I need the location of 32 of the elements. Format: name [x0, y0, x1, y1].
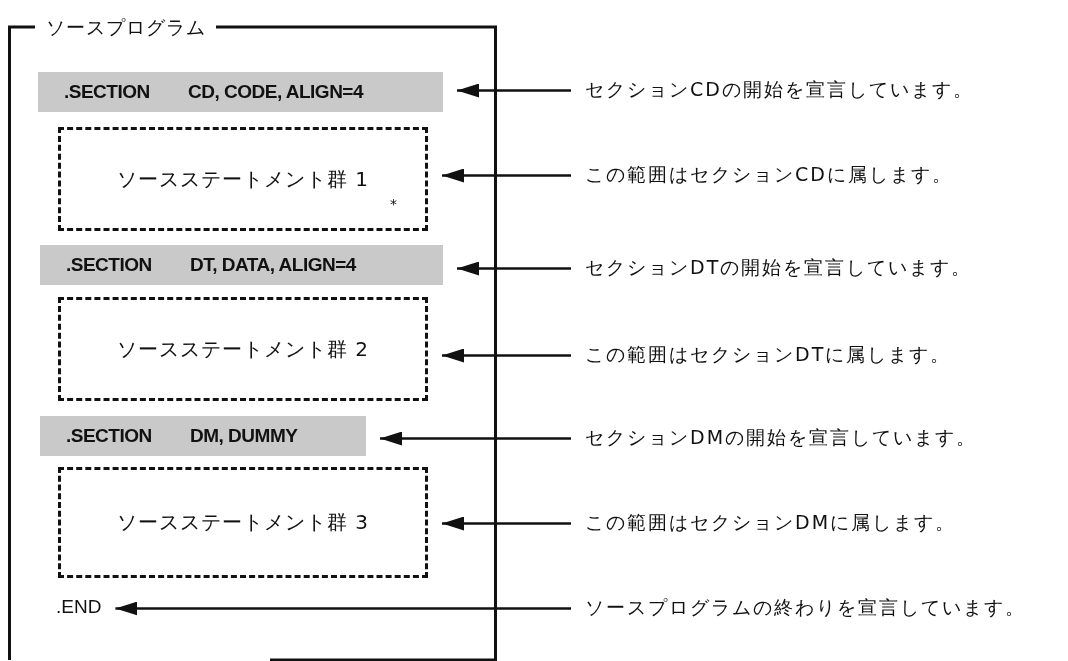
arrow — [442, 348, 571, 363]
directive-text: .SECTION — [66, 425, 152, 447]
note-text: セクションDTの開始を宣言しています。 — [585, 255, 973, 281]
dashed-box — [58, 297, 428, 401]
arrow — [442, 516, 571, 531]
statement-label: ソースステートメント群 1 — [116, 165, 370, 193]
arrow — [457, 83, 571, 98]
arrow — [380, 431, 571, 446]
directive-bar — [40, 245, 443, 285]
note-text: この範囲はセクションDMに属します。 — [585, 510, 957, 536]
arrow — [457, 261, 571, 276]
note-text: この範囲はセクションDTに属します。 — [585, 342, 952, 368]
operand-text: DT, DATA, ALIGN=4 — [190, 254, 356, 276]
statement-label: ソースステートメント群 2 — [116, 335, 370, 363]
operand-text: CD, CODE, ALIGN=4 — [188, 81, 363, 103]
note-text: この範囲はセクションCDに属します。 — [585, 162, 953, 188]
directive-text: .END — [56, 596, 102, 618]
statement-label: ソースステートメント群 3 — [116, 509, 370, 536]
directive-text: .SECTION — [64, 81, 150, 103]
asterisk-mark: * — [390, 196, 397, 212]
dashed-box — [58, 127, 428, 231]
note-text: セクションDMの開始を宣言しています。 — [585, 425, 978, 451]
dashed-box — [58, 467, 428, 578]
directive-bar — [38, 72, 443, 112]
frame-title: ソースプログラム — [46, 15, 206, 39]
directive-text: .SECTION — [66, 254, 152, 276]
directive-bar — [40, 416, 366, 456]
note-text: ソースプログラムの終わりを宣言しています。 — [585, 595, 1026, 621]
operand-text: DM, DUMMY — [190, 425, 298, 447]
note-text: セクションCDの開始を宣言しています。 — [585, 77, 974, 103]
arrow — [115, 601, 571, 616]
arrow — [442, 168, 571, 183]
